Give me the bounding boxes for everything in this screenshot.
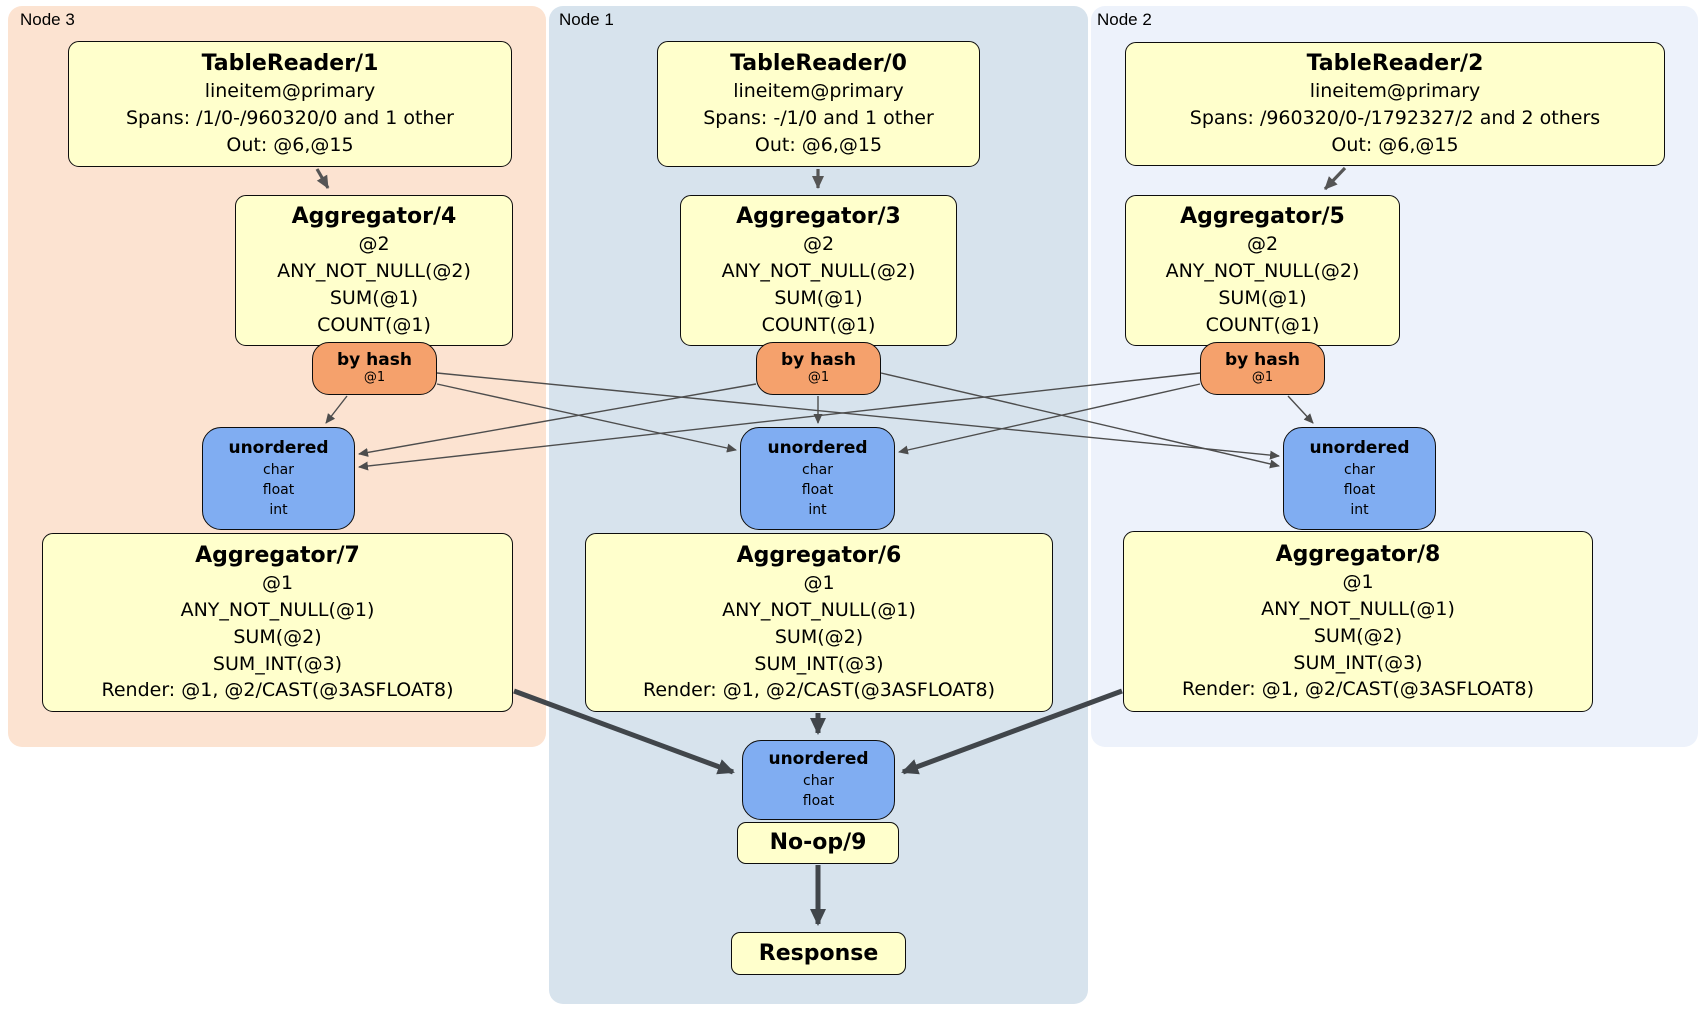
aggregator-box: Aggregator/7 @1 ANY_NOT_NULL(@1) SUM(@2)… (42, 533, 513, 712)
box-line: Out: @6,@15 (754, 134, 883, 156)
router-title: by hash (781, 349, 856, 370)
aggregator-box: Aggregator/4 @2 ANY_NOT_NULL(@2) SUM(@1)… (235, 195, 513, 346)
sync-title: unordered (768, 749, 869, 770)
box-line: @2 (802, 233, 835, 256)
router-title: by hash (1225, 349, 1300, 370)
router-detail: @1 (1251, 370, 1274, 386)
box-title: Aggregator/6 (736, 542, 902, 568)
box-title: Aggregator/8 (1275, 541, 1441, 567)
box-line: Out: @6,@15 (226, 134, 354, 156)
noop-box: No-op/9 (737, 822, 899, 864)
aggregator-box: Aggregator/6 @1 ANY_NOT_NULL(@1) SUM(@2)… (585, 533, 1053, 712)
box-title: Aggregator/5 (1180, 204, 1345, 230)
table-reader-box: TableReader/1 lineitem@primary Spans: /1… (68, 41, 512, 167)
sync-type: char (803, 773, 834, 790)
aggregator-box: Aggregator/5 @2 ANY_NOT_NULL(@2) SUM(@1)… (1125, 195, 1400, 346)
box-line: lineitem@primary (204, 80, 376, 103)
box-line: ANY_NOT_NULL(@2) (721, 260, 916, 283)
box-line: @1 (803, 571, 835, 594)
hash-router: by hash @1 (1200, 342, 1325, 395)
sync-box: unordered char float int (1283, 427, 1436, 530)
sync-title: unordered (767, 437, 868, 458)
box-line: Spans: /1/0-/960320/0 and 1 other (126, 107, 454, 130)
sync-box: unordered char float int (740, 427, 895, 530)
box-title: Response (758, 940, 879, 966)
box-line: ANY_NOT_NULL(@2) (277, 260, 471, 283)
sync-title: unordered (1309, 437, 1410, 458)
sync-type: float (262, 481, 295, 498)
sync-type: int (1350, 502, 1369, 519)
table-reader-box: TableReader/0 lineitem@primary Spans: -/… (657, 41, 980, 167)
box-title: No-op/9 (769, 830, 867, 856)
sync-title: unordered (228, 437, 329, 458)
box-line: @1 (1342, 570, 1374, 593)
router-title: by hash (337, 349, 412, 370)
box-line: ANY_NOT_NULL(@1) (180, 598, 375, 621)
box-line: SUM(@1) (774, 287, 863, 310)
box-line: ANY_NOT_NULL(@2) (1165, 260, 1360, 283)
sync-type: float (801, 481, 834, 498)
box-line: Render: @1, @2/CAST(@3ASFLOAT8) (101, 679, 454, 702)
box-title: TableReader/1 (201, 51, 379, 77)
sync-type: char (1344, 461, 1375, 478)
final-sync-box: unordered char float (742, 740, 895, 820)
box-title: TableReader/2 (1306, 51, 1484, 77)
hash-router: by hash @1 (312, 342, 437, 395)
router-detail: @1 (363, 370, 386, 386)
box-line: SUM(@1) (329, 287, 419, 310)
box-line: SUM(@2) (233, 625, 322, 648)
box-line: @2 (358, 233, 390, 256)
sync-type: int (808, 502, 827, 519)
aggregator-box: Aggregator/3 @2 ANY_NOT_NULL(@2) SUM(@1)… (680, 195, 957, 346)
box-line: SUM(@2) (1313, 624, 1403, 647)
box-line: @1 (261, 571, 294, 594)
box-line: SUM_INT(@3) (1293, 651, 1423, 674)
box-line: ANY_NOT_NULL(@1) (722, 598, 916, 621)
box-line: lineitem@primary (733, 80, 904, 103)
node2-label: Node 2 (1097, 10, 1152, 29)
response-box: Response (731, 932, 906, 975)
box-line: ANY_NOT_NULL(@1) (1261, 597, 1455, 620)
box-line: Spans: -/1/0 and 1 other (703, 107, 934, 130)
box-line: SUM_INT(@3) (754, 652, 884, 675)
box-line: Render: @1, @2/CAST(@3ASFLOAT8) (1182, 678, 1534, 701)
box-line: lineitem@primary (1309, 80, 1481, 103)
box-line: SUM(@1) (1218, 287, 1307, 310)
sync-type: float (802, 793, 835, 810)
box-line: COUNT(@1) (317, 313, 431, 336)
box-line: Render: @1, @2/CAST(@3ASFLOAT8) (643, 679, 995, 702)
sync-type: int (269, 502, 288, 519)
box-line: SUM(@2) (774, 625, 864, 648)
sync-type: float (1343, 481, 1376, 498)
router-detail: @1 (807, 370, 830, 386)
table-reader-box: TableReader/2 lineitem@primary Spans: /9… (1125, 42, 1665, 166)
sync-type: char (263, 461, 294, 478)
box-line: COUNT(@1) (1205, 313, 1320, 336)
node3-label: Node 3 (20, 10, 75, 29)
box-line: SUM_INT(@3) (212, 652, 343, 675)
aggregator-box: Aggregator/8 @1 ANY_NOT_NULL(@1) SUM(@2)… (1123, 531, 1593, 712)
sync-type: char (802, 461, 833, 478)
box-title: Aggregator/4 (291, 204, 457, 230)
box-line: @2 (1246, 233, 1279, 256)
hash-router: by hash @1 (756, 342, 881, 395)
box-title: Aggregator/7 (195, 542, 360, 568)
box-title: Aggregator/3 (736, 204, 901, 230)
box-line: COUNT(@1) (761, 313, 876, 336)
node1-label: Node 1 (559, 10, 614, 29)
box-title: TableReader/0 (730, 51, 907, 77)
box-line: Out: @6,@15 (1331, 134, 1459, 156)
box-line: Spans: /960320/0-/1792327/2 and 2 others (1189, 107, 1601, 130)
sync-box: unordered char float int (202, 427, 355, 530)
